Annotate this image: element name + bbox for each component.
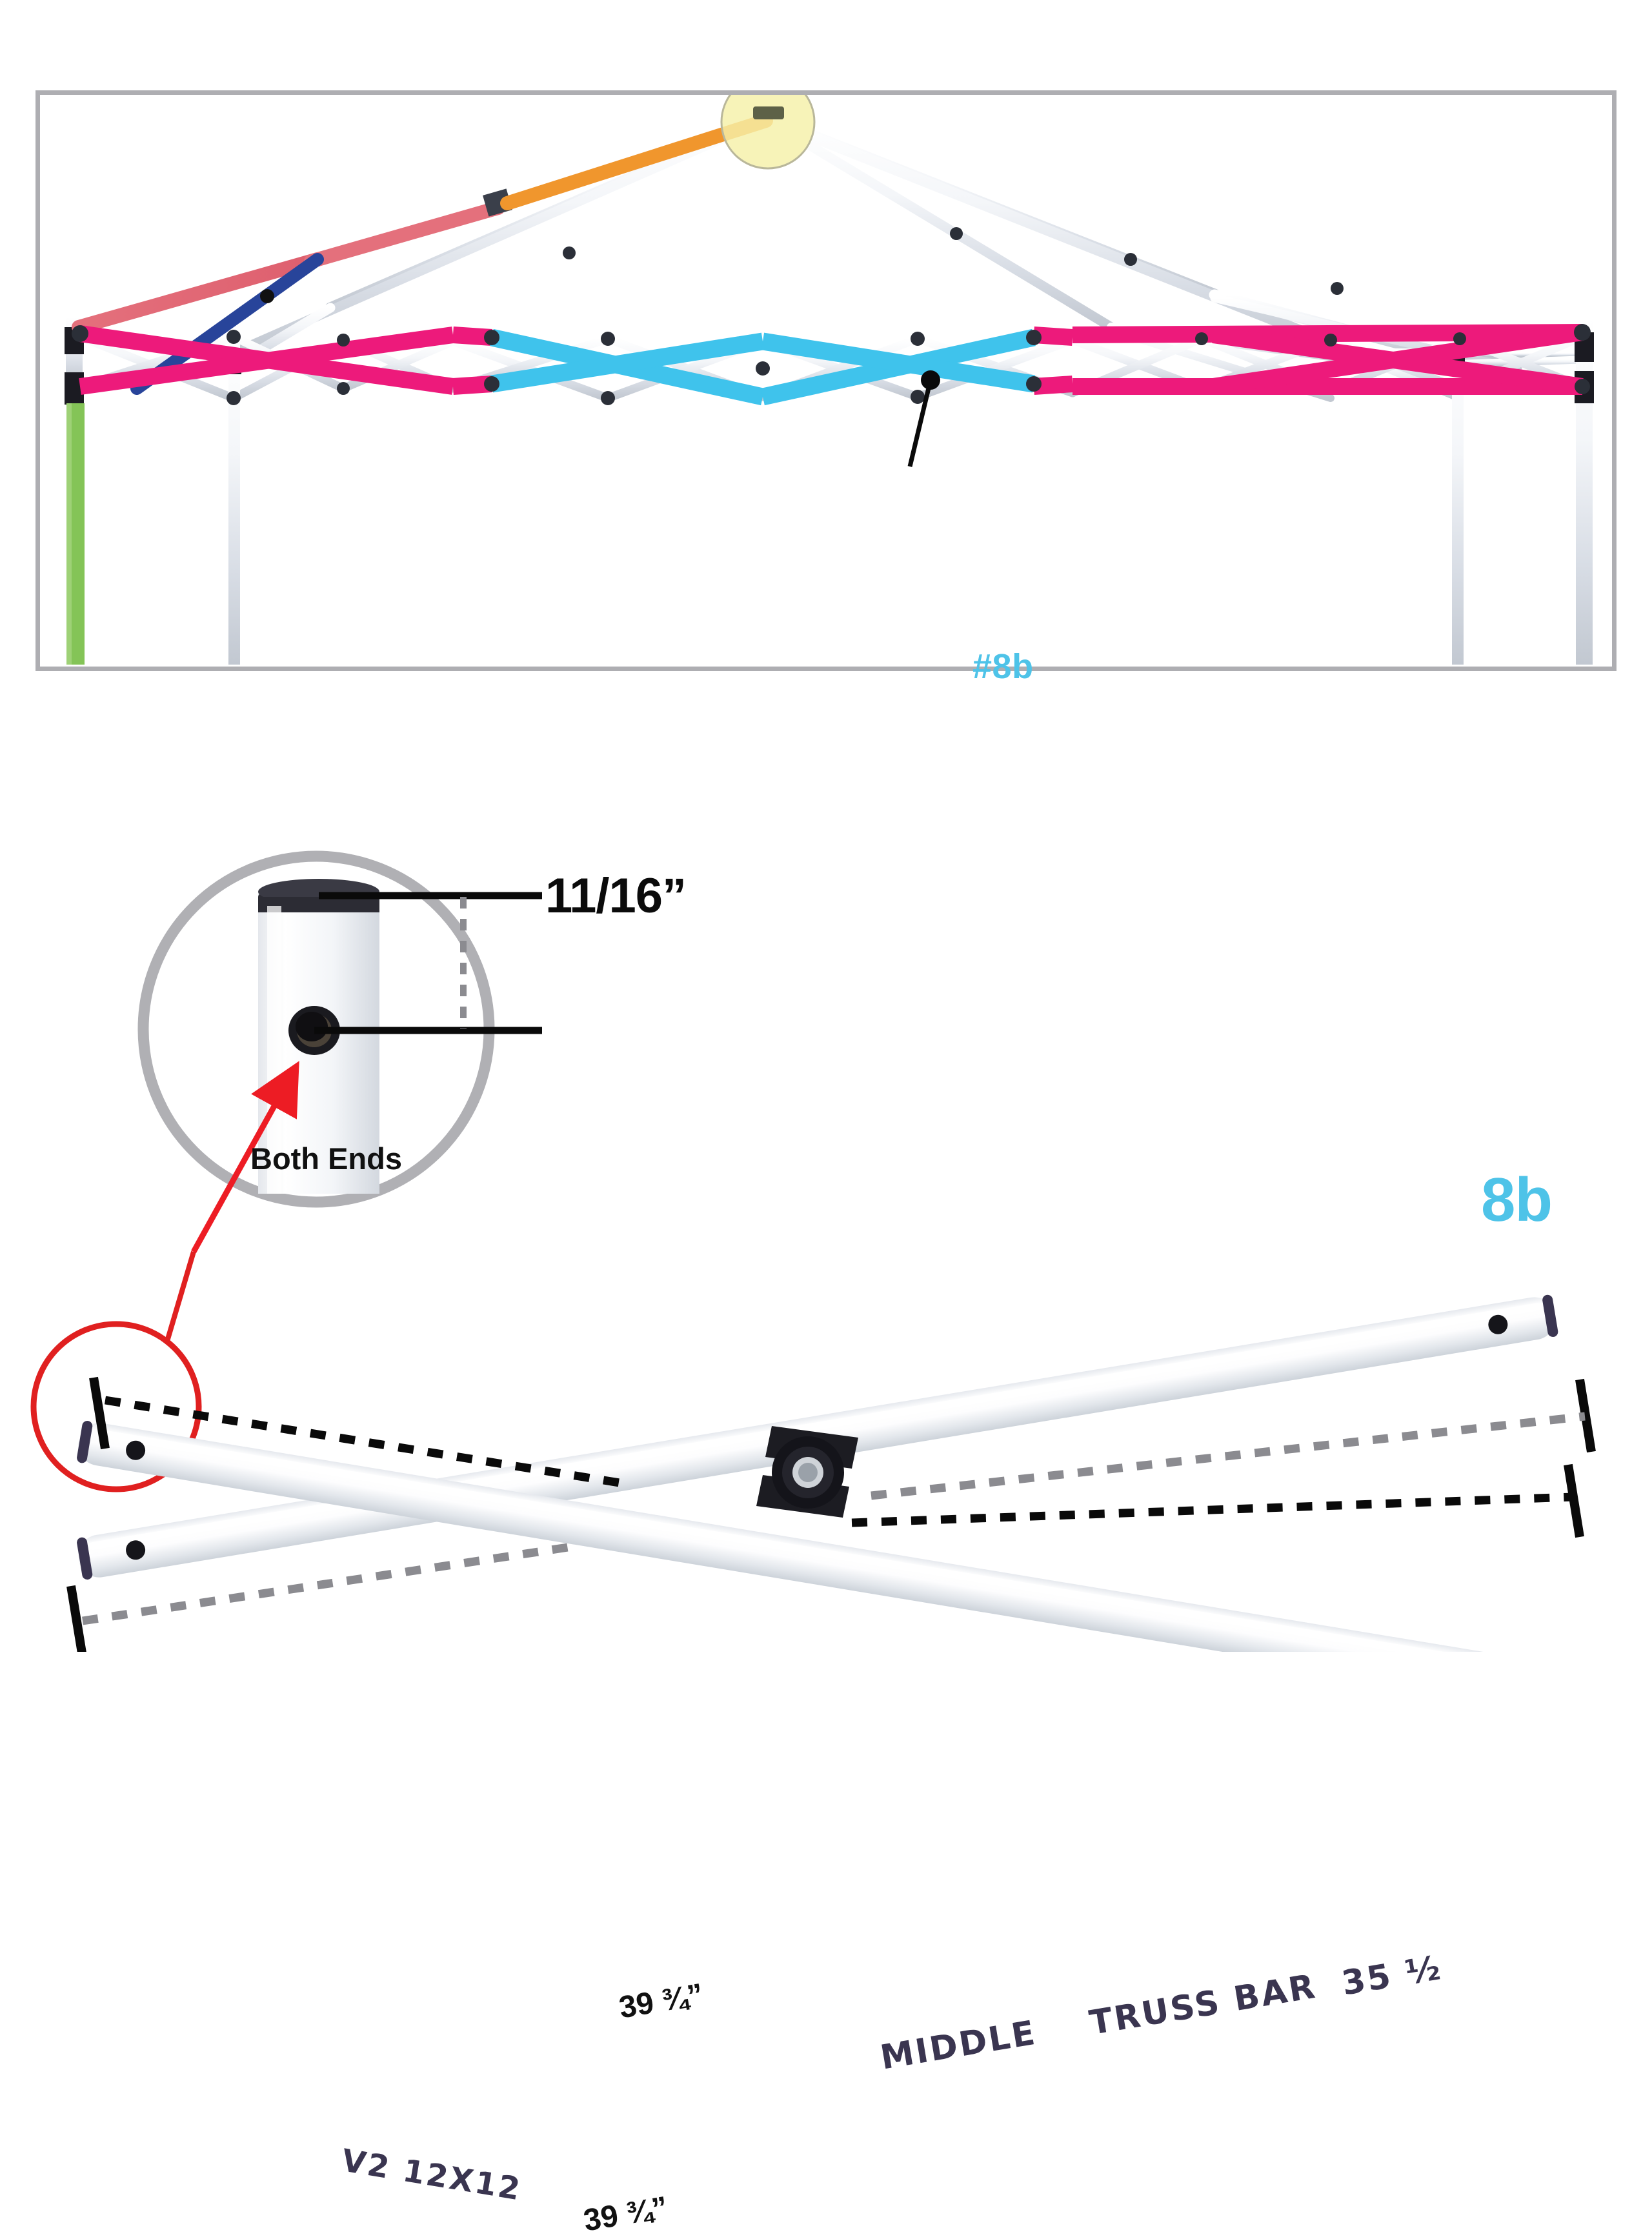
dim-tick-right-upper bbox=[1564, 1463, 1584, 1538]
part-detail-section: 39 ¾” 39 ¾” MIDDLE TRUSS BAR 35 ½ V2 12X… bbox=[0, 684, 1652, 2238]
dim-tick-left-lower bbox=[66, 1585, 86, 1652]
part-number-label: 8b bbox=[1481, 1165, 1553, 1234]
frame-callout-8b-label: #8b bbox=[972, 647, 1034, 686]
peak-hub bbox=[753, 106, 784, 119]
canopy-frame-panel: #8b bbox=[35, 90, 1617, 686]
lower-bar-dimension-label: 39 ¾” bbox=[581, 2190, 670, 2238]
marker-word-truss-bar: TRUSS BAR bbox=[1087, 1967, 1320, 2043]
red-arrow-to-hole bbox=[191, 1061, 299, 1254]
peak-highlight-circle bbox=[720, 95, 816, 170]
rafter-bar-red-lower bbox=[72, 252, 325, 334]
upper-truss-bar bbox=[77, 1420, 1556, 1652]
dimension-lower-bar bbox=[66, 1378, 1596, 1652]
marker-text-35-half: 35 ½ bbox=[1339, 1948, 1446, 2003]
outer-truss-bars-magenta bbox=[79, 324, 1584, 395]
dim-tick-right-lower bbox=[1575, 1378, 1596, 1453]
upper-bar-dimension-label: 39 ¾” bbox=[616, 1977, 706, 2025]
rafter-bar-red-upper bbox=[304, 201, 505, 268]
middle-truss-bar-8b bbox=[490, 328, 1036, 406]
frame-legs bbox=[65, 317, 1594, 665]
tube-end-dimension-label: 11/16” bbox=[545, 868, 687, 923]
bar-end-leader-line bbox=[164, 1250, 196, 1345]
leg-inner-right bbox=[1452, 339, 1464, 665]
leg-corner-right bbox=[1576, 317, 1593, 665]
leg-inner-left bbox=[228, 339, 240, 665]
brace-pin bbox=[260, 289, 274, 303]
both-ends-label: Both Ends bbox=[250, 1141, 402, 1176]
dimension-11-16 bbox=[314, 892, 542, 1034]
dim-tick-left-upper bbox=[89, 1376, 110, 1450]
leg-pole-green-hl bbox=[66, 403, 72, 665]
center-pivot-hub bbox=[756, 1426, 858, 1518]
canopy-frame-diagram bbox=[65, 95, 1594, 665]
part-detail-drawing bbox=[30, 850, 1596, 1652]
marker-word-middle: MIDDLE bbox=[878, 2013, 1040, 2078]
callout-leader-line bbox=[907, 379, 933, 467]
frame-joint-pins bbox=[72, 227, 1591, 405]
dimension-upper-bar bbox=[89, 1376, 1584, 1538]
marker-text-middle-truss-bar: MIDDLE TRUSS BAR bbox=[878, 1967, 1319, 2078]
bar-end-highlight-circle bbox=[30, 1321, 202, 1492]
marker-text-v2-12x12: V2 12X12 bbox=[339, 2142, 525, 2208]
